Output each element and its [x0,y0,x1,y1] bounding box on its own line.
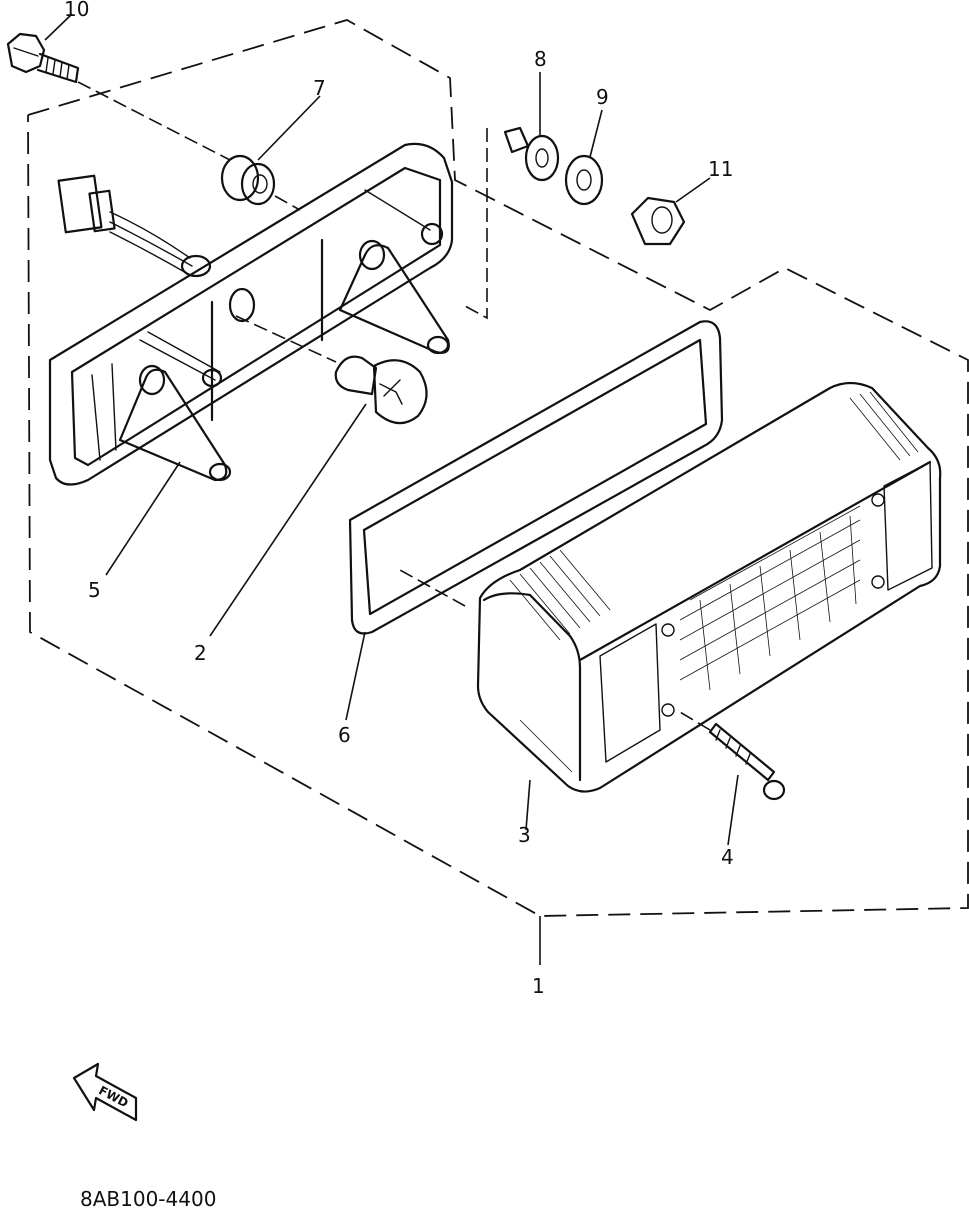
callout-5: 5 [88,578,101,602]
nut-part-11 [630,177,711,246]
collar-part-8 [464,72,560,320]
callout-3: 3 [518,823,531,847]
bulb-part-2 [209,315,428,637]
grommet-part-7 [220,95,321,211]
screw-part-4 [679,711,786,846]
callout-9: 9 [596,85,609,109]
bolt-part-10 [6,13,231,161]
callout-2: 2 [194,641,207,665]
callout-7: 7 [313,76,326,100]
callout-4: 4 [721,845,734,869]
callout-6: 6 [338,723,351,747]
callout-11: 11 [708,157,733,181]
fwd-arrow-icon: FWD [72,1062,138,1122]
callout-10: 10 [64,0,89,21]
diagram-code: 8AB100-4400 [80,1187,216,1209]
callout-8: 8 [534,47,547,71]
washer-part-9 [564,109,604,206]
fwd-label: FWD [96,1083,130,1110]
lens-part-3 [399,381,942,831]
gasket-part-6 [345,320,724,721]
callout-1: 1 [532,974,545,998]
assembly-boundary [27,19,969,917]
housing-part-5 [48,142,454,576]
